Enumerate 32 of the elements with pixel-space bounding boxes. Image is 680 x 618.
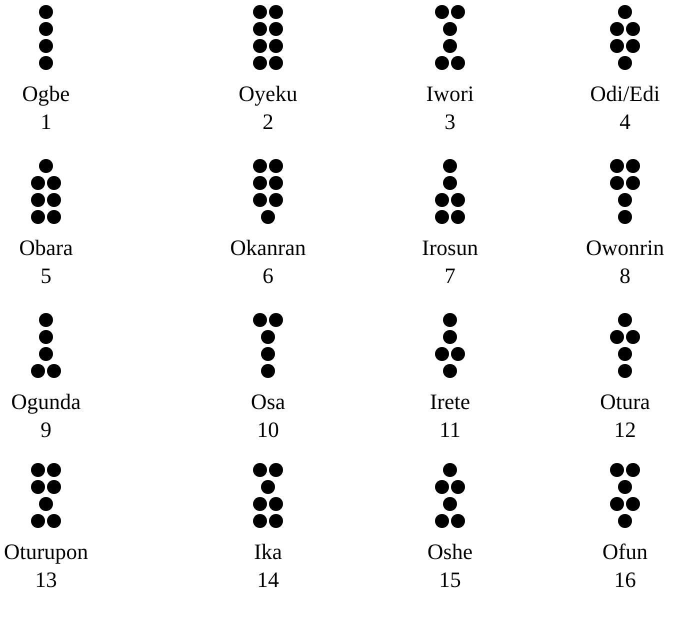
figure-number: 11 [439, 416, 461, 444]
figure-number: 16 [614, 566, 636, 594]
figure-name: Iwori [426, 80, 474, 108]
figure-number: 7 [444, 262, 456, 290]
figure-number: 2 [262, 108, 274, 136]
figure-number: 9 [40, 416, 52, 444]
figure-name: Ika [254, 538, 282, 566]
figure-name: Oyeku [238, 80, 298, 108]
figure-name: Ofun [602, 538, 648, 566]
figure-number: 6 [262, 262, 274, 290]
figure-name: Obara [19, 234, 73, 262]
figure-name: Owonrin [586, 234, 664, 262]
figure-name: Irete [430, 388, 470, 416]
figure-number: 8 [620, 262, 630, 290]
figure-number: 5 [40, 262, 52, 290]
figure-number: 15 [439, 566, 461, 594]
figure-name: Ogunda [11, 388, 81, 416]
figure-name: Ogbe [22, 80, 70, 108]
figure-number: 14 [257, 566, 279, 594]
figure-number: 13 [35, 566, 57, 594]
figure-name: Osa [250, 388, 286, 416]
figure-number: 3 [444, 108, 456, 136]
figure-name: Okanran [230, 234, 306, 262]
figure-name: Odi/Edi [590, 80, 660, 108]
figure-number: 1 [40, 108, 52, 136]
figure-number: 12 [614, 416, 636, 444]
figure-name: Irosun [422, 234, 478, 262]
figure-name: Oshe [427, 538, 473, 566]
figure-name: Oturupon [4, 538, 88, 566]
figure-number: 10 [257, 416, 279, 444]
figure-number: 4 [620, 108, 630, 136]
figure-name: Otura [600, 388, 650, 416]
